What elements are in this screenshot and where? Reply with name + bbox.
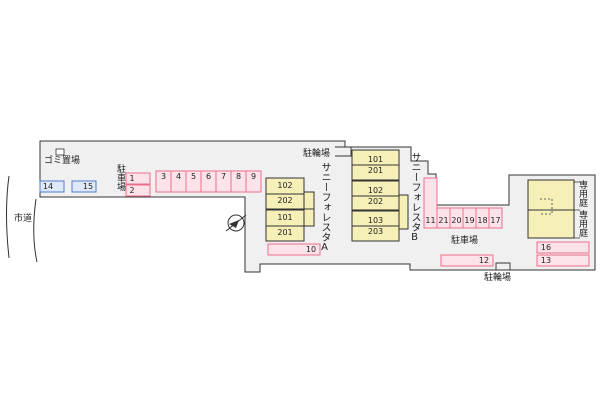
parking-row-11-17 [423, 177, 503, 229]
parking-number-1: 1 [129, 174, 135, 183]
building-b [351, 149, 409, 242]
parking-label-left: 駐車場 [115, 164, 125, 191]
building-c [527, 179, 580, 239]
garbage-icon [55, 148, 65, 156]
room-b-103: 103 [367, 216, 384, 225]
bike-shelter-bottom-label: 駐輪場 [484, 273, 512, 283]
parking-number-12: 12 [478, 256, 490, 265]
room-b-202: 202 [367, 197, 384, 206]
building-a-name: サニーフォレスタA [319, 162, 330, 253]
parking-number-19: 19 [464, 216, 475, 225]
parking-number-8: 8 [235, 172, 242, 181]
parking-number-2: 2 [129, 186, 135, 195]
parking-space-15 [71, 180, 97, 193]
parking-number-4: 4 [175, 172, 182, 181]
parking-number-3: 3 [160, 172, 167, 181]
parking-number-16: 16 [540, 243, 552, 252]
building-b-name: サニーフォレスタB [409, 152, 420, 243]
road-line-right [33, 198, 38, 263]
parking-number-10: 10 [305, 245, 317, 254]
parking-space-12 [440, 254, 494, 267]
parking-number-15: 15 [82, 182, 94, 191]
private-garden-label-1: 専用庭 [577, 180, 587, 207]
parking-space-1 [125, 172, 151, 185]
parking-space-14 [39, 180, 65, 193]
room-b-101: 101 [367, 155, 384, 164]
parking-space-10 [267, 243, 321, 256]
private-garden-label-2: 専用庭 [577, 210, 587, 237]
bike-shelter-bottom [495, 262, 511, 270]
parking-number-21: 21 [438, 216, 449, 225]
parking-number-11: 11 [425, 216, 436, 225]
room-a-202: 202 [277, 196, 293, 205]
building-a [265, 177, 315, 242]
bike-shelter-top [335, 146, 352, 157]
parking-number-6: 6 [205, 172, 212, 181]
parking-number-5: 5 [190, 172, 197, 181]
room-a-101: 101 [277, 213, 293, 222]
room-a-201: 201 [277, 228, 293, 237]
room-b-203: 203 [367, 227, 384, 236]
parking-number-18: 18 [477, 216, 488, 225]
room-a-102: 102 [277, 181, 293, 190]
garbage-label: ゴミ置場 [44, 156, 81, 166]
parking-number-14: 14 [42, 182, 54, 191]
bike-shelter-top-label: 駐輪場 [303, 149, 331, 159]
road-line-left [6, 175, 10, 259]
parking-space-2 [125, 184, 151, 197]
parking-label-center: 駐車場 [451, 236, 479, 246]
parking-row-3-9 [155, 170, 262, 193]
room-b-102: 102 [367, 186, 384, 195]
city-road-label: 市道 [14, 214, 33, 224]
parking-number-17: 17 [490, 216, 501, 225]
parking-number-7: 7 [220, 172, 227, 181]
parking-space-16 [536, 241, 590, 254]
parking-space-13 [536, 254, 590, 267]
parking-number-9: 9 [250, 172, 257, 181]
north-arrow-icon [225, 214, 247, 232]
parking-number-20: 20 [451, 216, 462, 225]
parking-number-13: 13 [540, 256, 552, 265]
room-b-201: 201 [367, 166, 384, 175]
